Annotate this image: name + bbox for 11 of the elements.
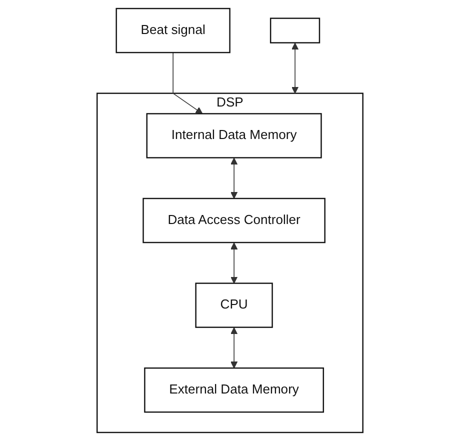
node-box [269,18,320,44]
arrow [290,42,298,94]
node-box: Data Access Controller [142,198,325,244]
node-box: Internal Data Memory [146,113,322,158]
node-box: External Data Memory [144,367,324,413]
arrow [230,327,238,368]
arrow [230,158,238,199]
arrow [172,52,202,114]
arrow [230,242,238,284]
node-box: CPU [194,282,272,328]
node-box: Beat signal [115,8,230,54]
